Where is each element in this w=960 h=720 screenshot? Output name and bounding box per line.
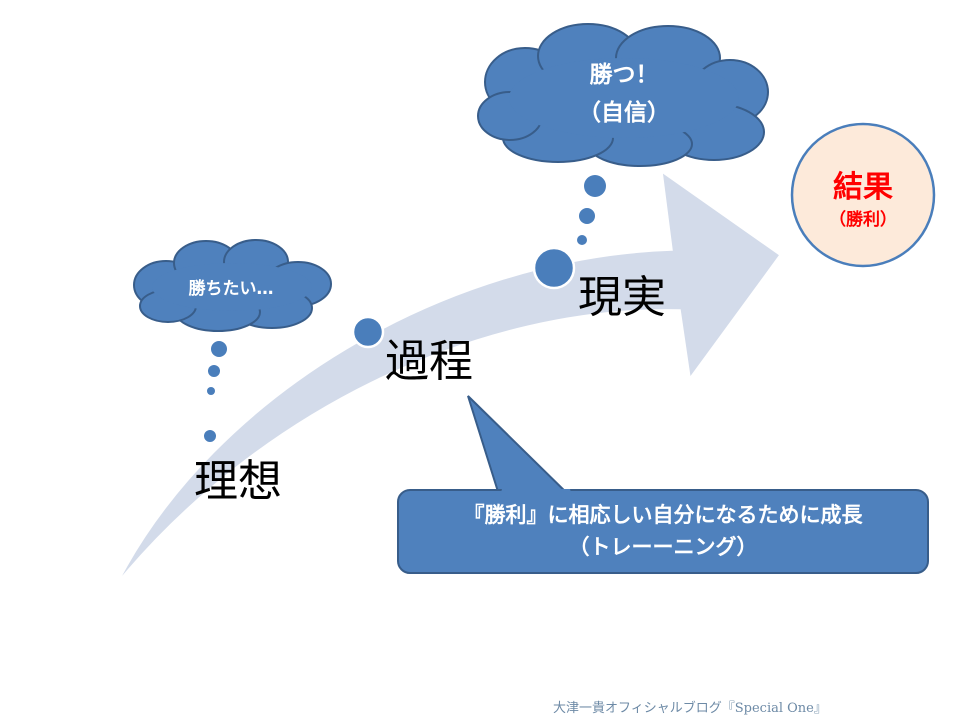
cloud-text-win: 勝つ！ <box>589 62 659 88</box>
thought-dot <box>579 208 595 224</box>
result-circle <box>790 122 936 268</box>
thought-dot <box>208 365 220 377</box>
stage-label-reality: 現実 <box>578 272 666 323</box>
thought-dot <box>211 341 227 357</box>
callout-box <box>397 489 929 574</box>
result-subtitle: （勝利） <box>829 210 897 230</box>
blog-footer: 大津一貴オフィシャルブログ『Special One』 <box>553 701 827 716</box>
node-process-dot <box>351 315 385 349</box>
cloud-text-want-to-win: 勝ちたい… <box>188 279 274 299</box>
callout-text-training: （トレーーニング） <box>568 535 758 559</box>
callout-pointer <box>467 395 575 499</box>
stage-label-process: 過程 <box>385 336 473 387</box>
cloud-text-confidence: （自信） <box>578 100 670 126</box>
thought-dot <box>584 175 606 197</box>
callout-text-growth: 『勝利』に相応しい自分になるために成長 <box>463 503 863 527</box>
callout-seam <box>500 489 572 496</box>
thought-dot <box>577 235 587 245</box>
progress-arrow <box>117 170 782 583</box>
result-title: 結果 <box>833 170 893 205</box>
stage-label-ideal: 理想 <box>194 456 282 507</box>
node-reality-dot <box>532 246 576 290</box>
node-ideal-dot <box>202 428 218 444</box>
thought-dot <box>207 387 215 395</box>
